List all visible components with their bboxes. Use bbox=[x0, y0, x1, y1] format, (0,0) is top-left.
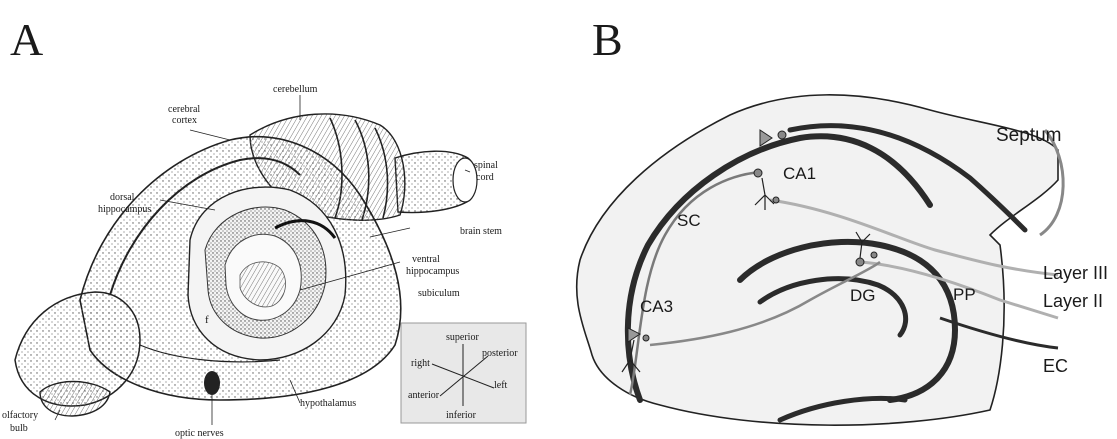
label-ventral-hippocampus: hippocampus bbox=[406, 266, 459, 277]
key-right: right bbox=[411, 358, 430, 369]
panel-b: B bbox=[577, 14, 1108, 425]
label-fornix: f bbox=[205, 314, 209, 326]
key-anterior: anterior bbox=[408, 390, 440, 401]
label-optic-nerves: optic nerves bbox=[175, 428, 224, 439]
panel-a-label: A bbox=[10, 14, 43, 65]
key-posterior: posterior bbox=[482, 348, 518, 359]
label-brain-stem: brain stem bbox=[460, 226, 502, 237]
label-dorsal: dorsal bbox=[110, 192, 135, 203]
label-bulb: bulb bbox=[10, 423, 28, 434]
label-layer-3: Layer III bbox=[1043, 263, 1108, 283]
label-hypothalamus: hypothalamus bbox=[300, 398, 356, 409]
label-olfactory: olfactory bbox=[2, 410, 38, 421]
label-cord: cord bbox=[476, 172, 494, 183]
key-inferior: inferior bbox=[446, 410, 477, 421]
label-spinal: spinal bbox=[474, 160, 498, 171]
orientation-key: superior posterior right left anterior i… bbox=[401, 323, 526, 423]
key-left: left bbox=[494, 380, 508, 391]
label-layer-2: Layer II bbox=[1043, 291, 1103, 311]
optic-nerve-shape bbox=[204, 371, 220, 395]
label-subiculum: subiculum bbox=[418, 288, 460, 299]
panel-a: A bbox=[2, 14, 526, 439]
label-cerebellum: cerebellum bbox=[273, 84, 318, 95]
label-ec: EC bbox=[1043, 356, 1068, 376]
label-cortex: cortex bbox=[172, 115, 197, 126]
label-dorsal-hippocampus: hippocampus bbox=[98, 204, 151, 215]
hippocampus-outline bbox=[577, 95, 1058, 425]
label-cerebral: cerebral bbox=[168, 104, 200, 115]
label-septum: Septum bbox=[996, 125, 1061, 146]
olfactory-bulb-shape bbox=[40, 382, 110, 417]
label-dg: DG bbox=[850, 286, 876, 305]
label-ca3: CA3 bbox=[640, 297, 673, 316]
label-pp: PP bbox=[953, 285, 976, 304]
dg-neuron bbox=[856, 258, 864, 266]
panel-b-label: B bbox=[592, 14, 623, 65]
label-sc: SC bbox=[677, 211, 701, 230]
label-ventral: ventral bbox=[412, 254, 440, 265]
label-ca1: CA1 bbox=[783, 164, 816, 183]
key-superior: superior bbox=[446, 332, 479, 343]
